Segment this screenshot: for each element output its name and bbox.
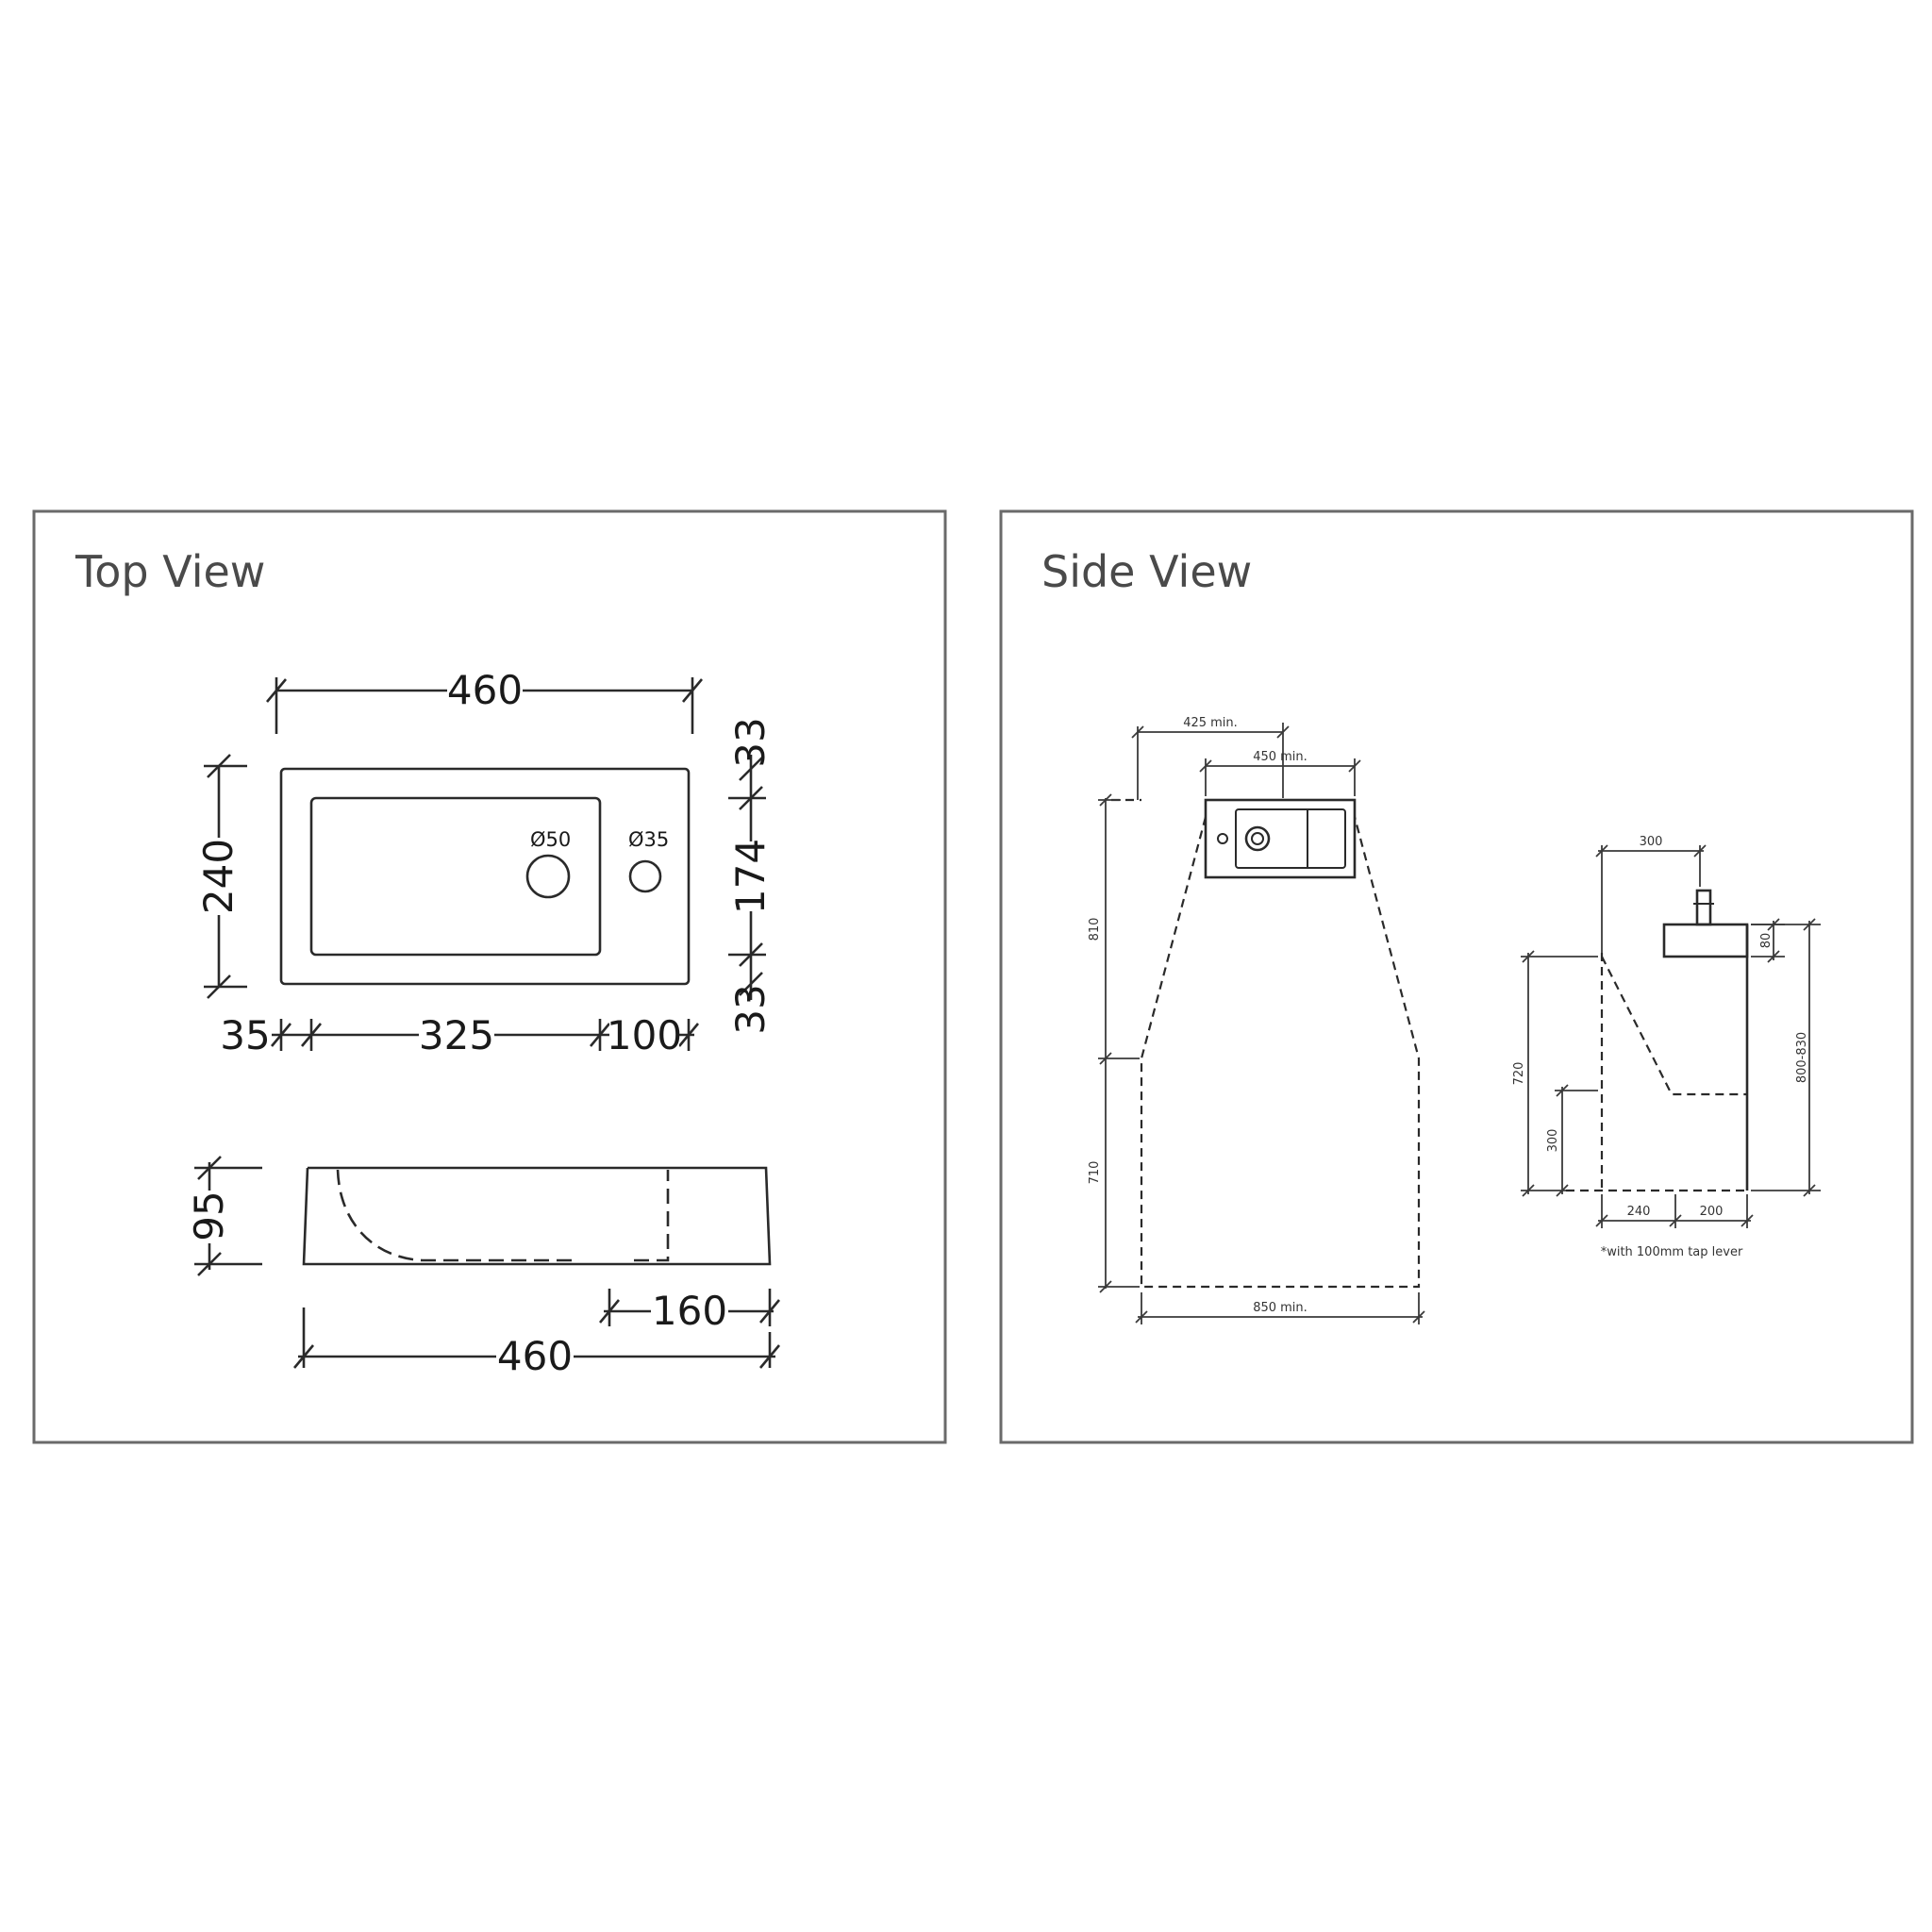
front-clearance-outline (1140, 816, 1421, 1289)
basin-clearance-label: 450 min. (1253, 750, 1307, 764)
tap-hole-circle (628, 859, 662, 893)
side-view-title: Side View (1041, 546, 1252, 597)
margin-left-label: 35 (220, 1012, 270, 1058)
knee-depth-label: 240 (1627, 1205, 1651, 1219)
top-view-title: Top View (75, 546, 265, 597)
side-view-panel: Side View 425 min. 450 min. (999, 509, 1914, 1444)
elevation-tapzone-label: 160 (652, 1288, 727, 1334)
overall-height-label: 800-830 (1795, 1032, 1809, 1083)
plan-width-dimension: 460 (266, 667, 703, 734)
front-clearance-view: 425 min. 450 min. 810 710 850 min (1088, 716, 1425, 1324)
floor-width-label: 850 min. (1253, 1301, 1307, 1315)
section-footnote: *with 100mm tap lever (1601, 1245, 1743, 1259)
upper-height-label: 810 (1088, 918, 1102, 941)
thickness-label: 80 (1759, 933, 1774, 949)
mount-height-label: 720 (1512, 1062, 1526, 1086)
plan-depth-chain: 33 174 33 (727, 717, 774, 1035)
front-basin-outline (1204, 798, 1357, 879)
section-height-view: 300 80 800-830 720 (1512, 835, 1821, 1259)
bowl-hidden-wall (634, 1170, 670, 1262)
front-waste-inner (1251, 832, 1264, 845)
tap-zone-label: 100 (607, 1012, 682, 1058)
waste-height-label: 300 (1546, 1129, 1560, 1153)
front-tap-icon (1217, 833, 1228, 844)
basin-depth-label: 200 (1700, 1205, 1724, 1219)
plan-width-chain: 35 325 100 (220, 1012, 699, 1058)
front-waste-icon (1244, 825, 1271, 852)
side-view-frame (999, 509, 1914, 1444)
elevation-tapzone-dimension: 160 (599, 1288, 780, 1334)
basin-elevation (302, 1166, 772, 1266)
side-clearance-label: 425 min. (1183, 716, 1238, 730)
front-basin-bowl (1235, 808, 1346, 869)
lower-height-label: 710 (1088, 1161, 1102, 1185)
basin-elevation-outline (302, 1166, 772, 1266)
plan-depth-dimension: 240 (195, 754, 247, 999)
waste-hole-label: Ø50 (530, 828, 571, 851)
elevation-width-label: 460 (497, 1333, 573, 1379)
basin-plan-outline (279, 767, 691, 986)
top-view-panel: Top View Ø50 Ø35 460 (32, 509, 947, 1444)
bowl-hidden-profile (336, 1169, 579, 1262)
basin-plan-bowl (309, 796, 602, 957)
bowl-depth-label: 174 (727, 839, 774, 914)
elevation-width-dimension: 460 (293, 1307, 780, 1379)
plan-depth-label: 240 (195, 839, 242, 914)
tap-hole-label: Ø35 (628, 828, 669, 851)
margin-top-label: 33 (727, 717, 774, 767)
projection-label: 300 (1640, 835, 1663, 849)
section-tap-icon (1695, 889, 1712, 926)
elevation-height-dimension: 95 (186, 1156, 262, 1276)
plan-width-label: 460 (447, 667, 523, 713)
top-view-frame (32, 509, 947, 1444)
margin-bottom-label: 33 (727, 984, 774, 1034)
bowl-width-label: 325 (419, 1012, 494, 1058)
basin-plan: Ø50 Ø35 (279, 767, 691, 986)
section-knee-profile (1601, 956, 1747, 1096)
waste-hole-circle (525, 854, 571, 899)
elevation-height-label: 95 (186, 1191, 232, 1241)
